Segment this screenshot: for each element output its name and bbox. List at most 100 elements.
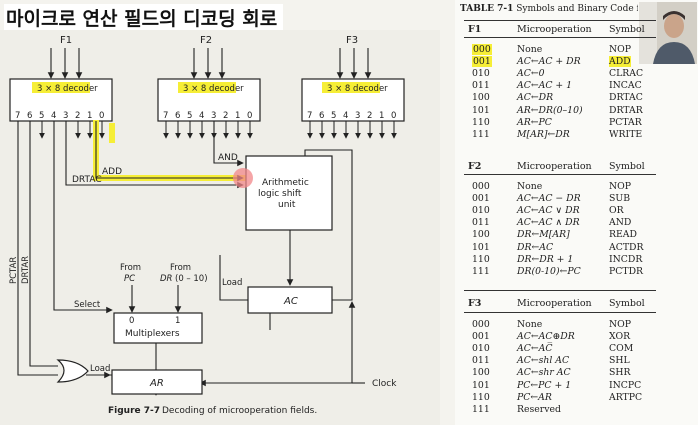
pin-f2-3: 3 bbox=[211, 111, 216, 121]
from-pc-src: PC bbox=[124, 274, 135, 284]
row-code: 001 bbox=[472, 331, 490, 343]
row-microoperation: DR←M[AR] bbox=[517, 229, 570, 241]
pin-f1-3: 3 bbox=[63, 111, 68, 121]
row-code: 010 bbox=[472, 68, 490, 80]
row-code: 010 bbox=[472, 205, 490, 217]
row-microoperation: AC←DR bbox=[517, 92, 554, 104]
row-microoperation: AC←AC⊕DR bbox=[517, 331, 575, 343]
row-code: 101 bbox=[472, 104, 490, 116]
table-panel bbox=[455, 0, 698, 425]
decoder-label-f1: 3 × 8 decoder bbox=[37, 84, 98, 94]
row-code: 111 bbox=[472, 403, 490, 415]
row-microoperation: DR(0-10)←PC bbox=[517, 265, 581, 277]
figure-caption-label: Figure 7-7 bbox=[108, 406, 160, 416]
pin-f2-1: 1 bbox=[235, 111, 240, 121]
pin-f3-2: 2 bbox=[367, 111, 372, 121]
table-section-f3: F3 Microoperation Symbol bbox=[464, 290, 692, 420]
row-code: 111 bbox=[472, 265, 490, 277]
field-label-f3: F3 bbox=[346, 35, 358, 46]
slide-title: 마이크로 연산 필드의 디코딩 회로 bbox=[4, 4, 284, 32]
row-code: 011 bbox=[472, 217, 490, 229]
table-title-text: Symbols and Binary Code for Microinstruc… bbox=[516, 4, 638, 14]
signal-drtac: DRTAC bbox=[72, 175, 102, 185]
row-code: 101 bbox=[472, 241, 490, 253]
pin-f3-7: 7 bbox=[307, 111, 312, 121]
or-gate bbox=[56, 359, 89, 383]
row-symbol: NOP bbox=[609, 319, 632, 330]
col-header-microop: Microoperation bbox=[517, 161, 592, 172]
field-label-f2: F2 bbox=[200, 35, 212, 46]
signal-clock: Clock bbox=[372, 379, 397, 389]
row-code: 011 bbox=[472, 80, 490, 92]
row-symbol: NOP bbox=[609, 181, 632, 192]
table-row: 111 Reserved bbox=[464, 404, 664, 416]
pin-f3-1: 1 bbox=[379, 111, 384, 121]
decoder-label-f3: 3 × 8 decoder bbox=[327, 84, 388, 94]
row-symbol: DRTAC bbox=[609, 92, 643, 104]
pin-f1-7: 7 bbox=[15, 111, 20, 121]
signal-load-ar: Load bbox=[90, 364, 110, 374]
row-code: 010 bbox=[472, 343, 490, 355]
table-row: 100 AC←DR DRTAC bbox=[464, 92, 664, 104]
pin-f3-3: 3 bbox=[355, 111, 360, 121]
row-symbol: READ bbox=[609, 229, 637, 241]
row-microoperation: AC←0 bbox=[517, 68, 545, 80]
pin-f2-5: 5 bbox=[187, 111, 192, 121]
mux-in1: 1 bbox=[175, 316, 180, 326]
row-symbol: DRTAR bbox=[609, 104, 643, 116]
ar-register bbox=[111, 369, 203, 395]
table-title-number: TABLE 7-1 bbox=[460, 4, 514, 14]
from-pc-from: From bbox=[120, 263, 141, 273]
row-symbol: ADD bbox=[609, 56, 631, 68]
row-symbol: INCAC bbox=[609, 80, 642, 92]
row-symbol: PCTAR bbox=[609, 116, 642, 128]
mux-in0: 0 bbox=[129, 316, 134, 326]
pin-f3-4: 4 bbox=[343, 111, 348, 121]
row-symbol: CLRAC bbox=[609, 68, 644, 80]
alu-line-2: logic shift bbox=[258, 189, 302, 199]
row-microoperation: AC←AC + DR bbox=[517, 56, 581, 68]
row-symbol: SHR bbox=[609, 367, 631, 379]
row-microoperation: PC←PC + 1 bbox=[517, 379, 572, 391]
signal-add: ADD bbox=[102, 167, 122, 177]
col-header-symbol: Symbol bbox=[609, 24, 645, 35]
row-microoperation: M[AR]←DR bbox=[517, 128, 570, 140]
pin-f3-0: 0 bbox=[391, 111, 396, 121]
table-section-f2: F2 Microoperation Symbol bbox=[464, 157, 692, 287]
alu-box bbox=[245, 155, 333, 231]
row-microoperation: None bbox=[517, 181, 543, 192]
signal-and: AND bbox=[218, 153, 238, 163]
row-microoperation: AC←AC ∨ DR bbox=[517, 205, 580, 217]
col-header-f2: F2 bbox=[468, 161, 482, 172]
row-microoperation: Reserved bbox=[517, 403, 561, 415]
row-symbol: NOP bbox=[609, 44, 632, 55]
col-header-microop: Microoperation bbox=[517, 24, 592, 35]
signal-pctar: PCTAR bbox=[9, 257, 19, 284]
row-code: 001 bbox=[472, 193, 490, 205]
pin-f2-2: 2 bbox=[223, 111, 228, 121]
row-symbol: WRITE bbox=[609, 128, 643, 140]
row-microoperation: AC←AC̅ bbox=[517, 343, 553, 355]
row-microoperation: DR←AC bbox=[517, 241, 554, 253]
pointer-highlight bbox=[233, 168, 253, 188]
col-header-f3: F3 bbox=[468, 298, 482, 309]
pin-f1-4: 4 bbox=[51, 111, 56, 121]
table-section-f1: F1 Microoperation Symbol bbox=[464, 20, 692, 150]
row-code: 100 bbox=[472, 92, 490, 104]
ac-label: AC bbox=[283, 296, 298, 307]
row-code: 011 bbox=[472, 355, 490, 367]
webcam-overlay bbox=[639, 2, 697, 64]
decoder-diagram: F1 F2 F3 3 × 8 decoder 3 × 8 decoder 3 ×… bbox=[9, 35, 405, 416]
signal-drtar: DRTAR bbox=[21, 256, 31, 284]
pin-f1-1: 1 bbox=[87, 111, 92, 121]
